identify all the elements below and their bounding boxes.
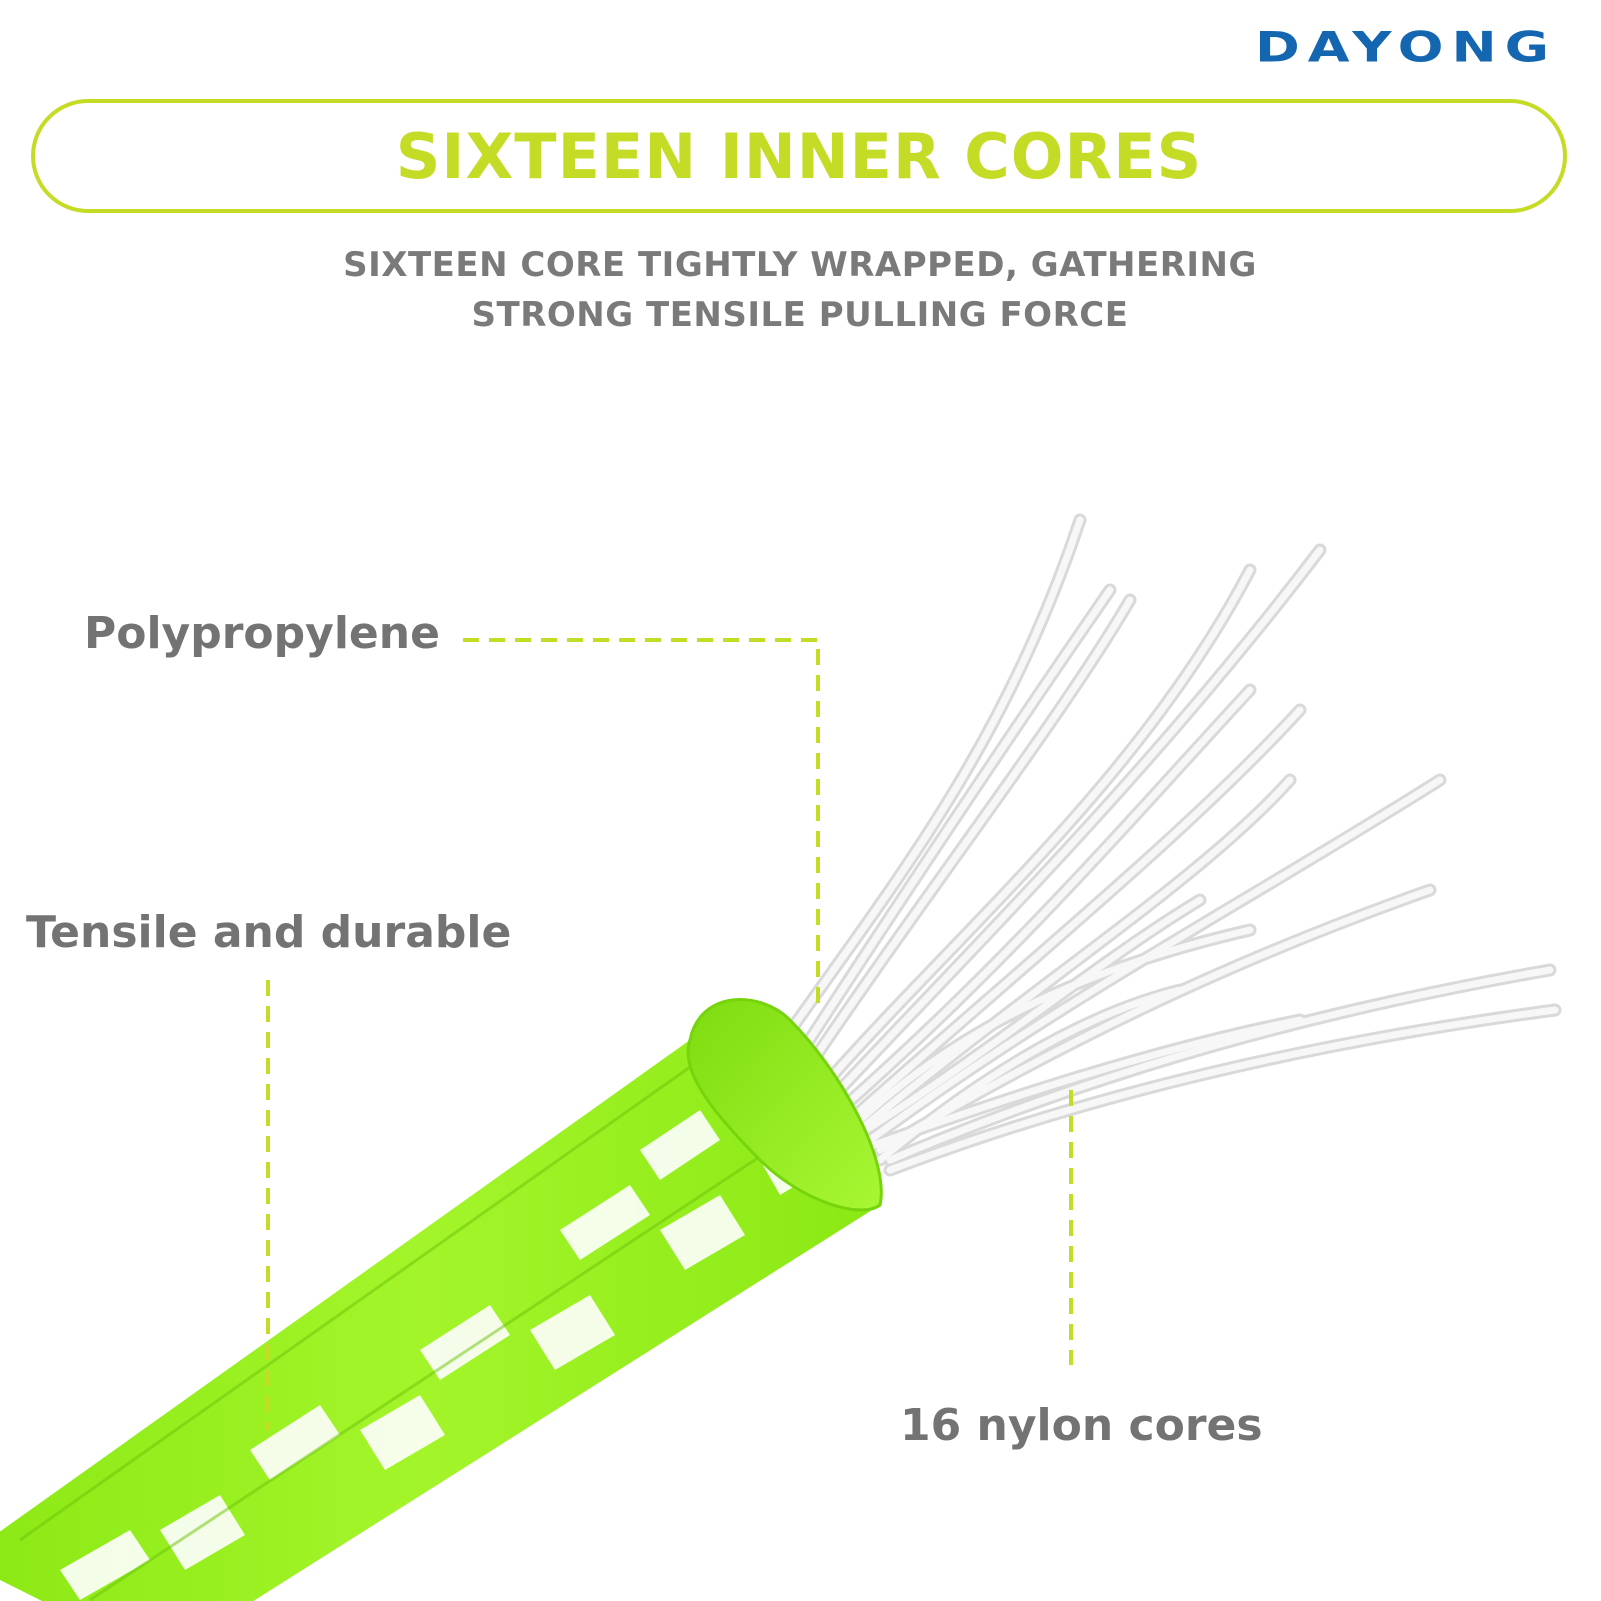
callout-label-tensile: Tensile and durable: [26, 907, 512, 958]
callout-label-nylon-cores: 16 nylon cores: [900, 1400, 1263, 1451]
subtitle-line-2: STRONG TENSILE PULLING FORCE: [471, 295, 1129, 335]
braided-rope: [0, 998, 883, 1601]
callout-lines: [266, 638, 1073, 1430]
subtitle: SIXTEEN CORE TIGHTLY WRAPPED, GATHERING …: [200, 240, 1400, 340]
brand-logo: DAYONG: [1254, 22, 1557, 72]
callout-line-polypropylene: [463, 638, 820, 1010]
title-banner: SIXTEEN INNER CORES: [31, 99, 1567, 213]
nylon-fibers: [763, 513, 1562, 1177]
page-title: SIXTEEN INNER CORES: [395, 119, 1203, 193]
subtitle-line-1: SIXTEEN CORE TIGHTLY WRAPPED, GATHERING: [343, 245, 1257, 285]
callout-label-polypropylene: Polypropylene: [84, 608, 440, 659]
